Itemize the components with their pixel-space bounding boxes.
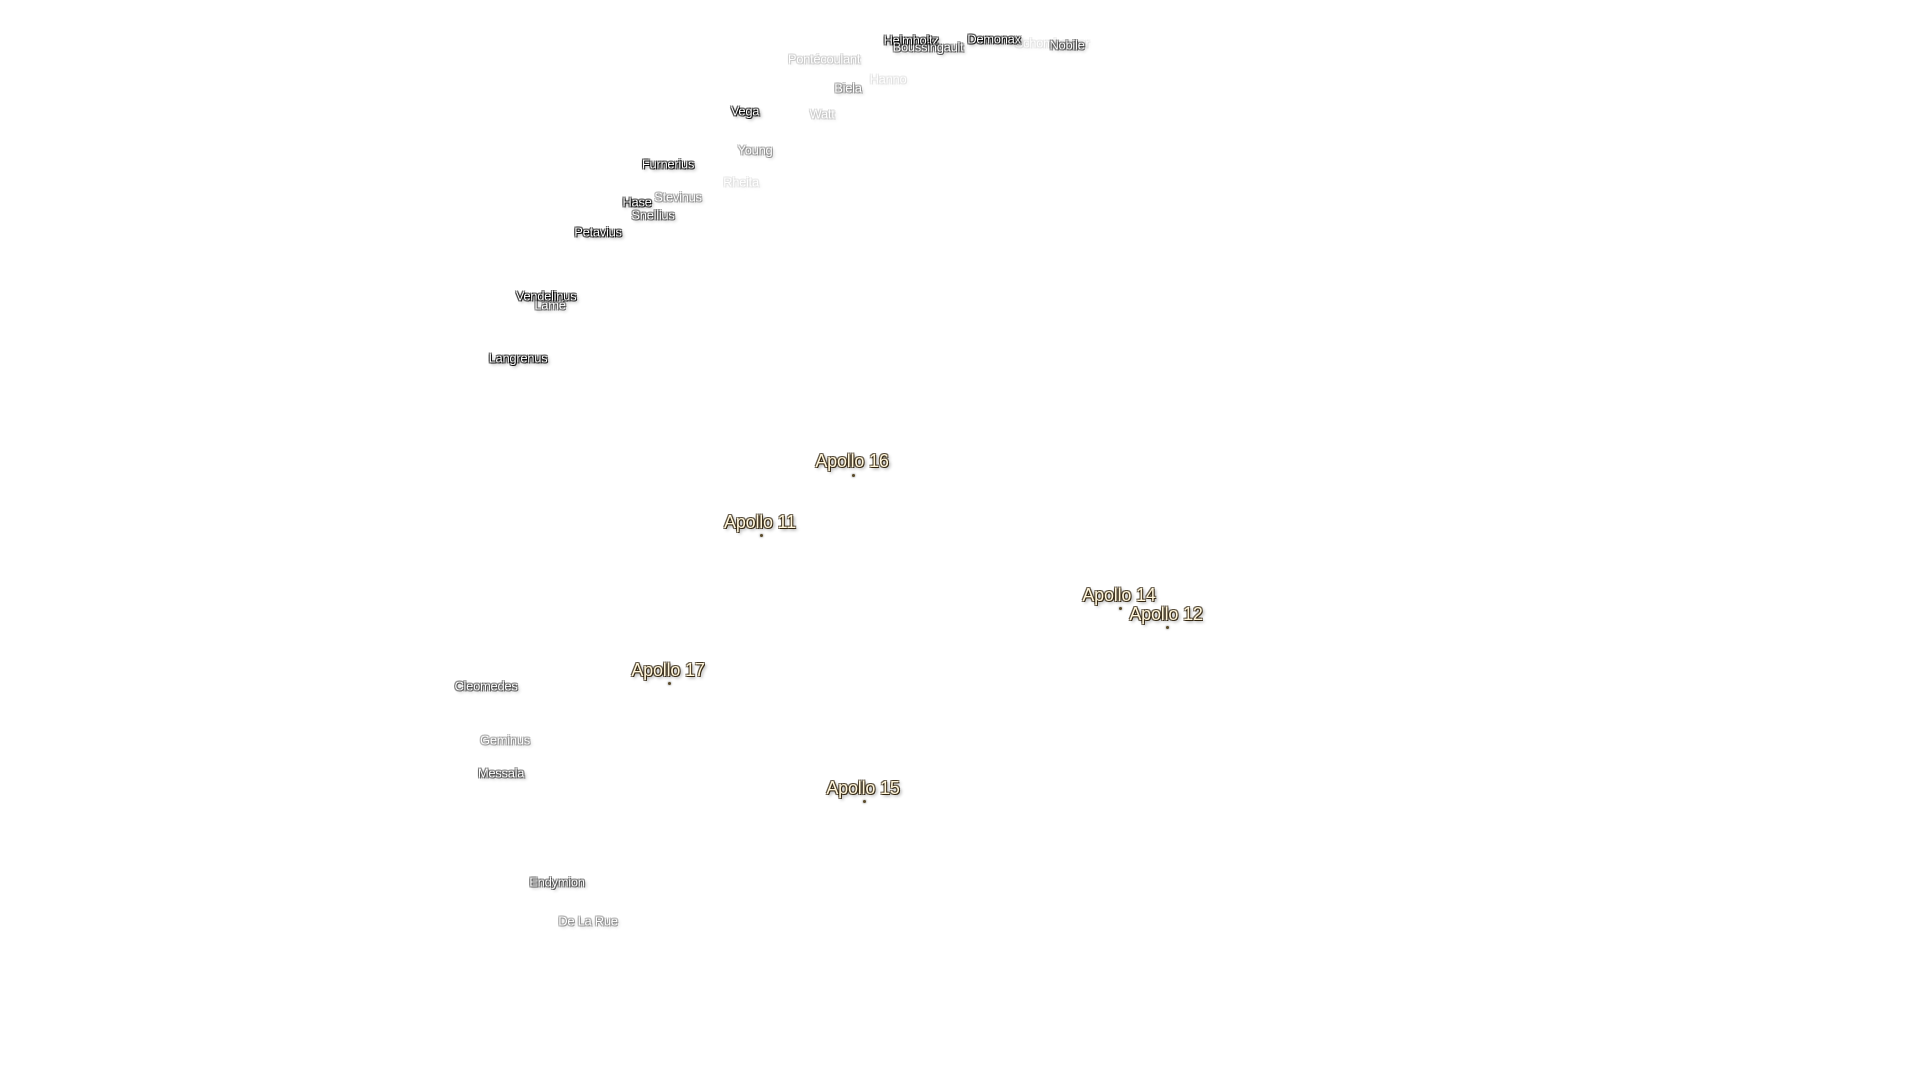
crater-label-watt[interactable]: Watt [809, 106, 835, 122]
crater-label-vendelinus[interactable]: Vendelinus [515, 288, 577, 304]
crater-label-lame[interactable]: Lamé [534, 297, 566, 313]
crater-label-pontecoulant[interactable]: Pontécoulant [787, 51, 861, 67]
landing-site-marker-apollo-16[interactable] [851, 473, 855, 477]
crater-label-langrenus[interactable]: Langrenus [488, 350, 548, 366]
landing-site-label-apollo-16[interactable]: Apollo 16 [815, 451, 889, 471]
crater-label-nobile[interactable]: Nobile [1049, 37, 1085, 53]
crater-label-helmholtz[interactable]: Helmholtz [883, 32, 939, 48]
crater-label-petavius[interactable]: Petavius [574, 224, 622, 240]
crater-label-biela[interactable]: Biela [834, 80, 862, 96]
landing-site-marker-apollo-11[interactable] [759, 533, 763, 537]
crater-label-hase[interactable]: Hase [622, 194, 652, 210]
crater-label-demonax[interactable]: Demonax [967, 31, 1021, 47]
crater-label-boussingault[interactable]: Boussingault [892, 39, 964, 55]
crater-label-de-la-rue[interactable]: De La Rue [558, 913, 618, 929]
crater-label-snellius[interactable]: Snellius [631, 207, 675, 223]
crater-label-schomberger[interactable]: Schomberger [1014, 35, 1090, 51]
landing-site-marker-apollo-12[interactable] [1165, 625, 1169, 629]
landing-site-marker-apollo-17[interactable] [667, 681, 671, 685]
crater-label-endymion[interactable]: Endymion [529, 874, 585, 890]
crater-label-messala[interactable]: Messala [477, 765, 525, 781]
crater-label-geminus[interactable]: Geminus [480, 732, 530, 748]
landing-site-label-apollo-11[interactable]: Apollo 11 [724, 512, 796, 532]
landing-site-label-apollo-12[interactable]: Apollo 12 [1129, 604, 1203, 624]
landing-site-label-apollo-17[interactable]: Apollo 17 [631, 660, 705, 680]
crater-label-young[interactable]: Young [737, 142, 773, 158]
crater-label-rheita[interactable]: Rheita [723, 174, 759, 190]
landing-site-marker-apollo-15[interactable] [862, 799, 866, 803]
landing-site-marker-apollo-14[interactable] [1118, 606, 1122, 610]
crater-label-stevinus[interactable]: Stevinus [654, 189, 702, 205]
crater-label-furnerius[interactable]: Furnerius [641, 156, 695, 172]
crater-label-vega[interactable]: Vega [730, 103, 760, 119]
landing-site-label-apollo-14[interactable]: Apollo 14 [1082, 585, 1156, 605]
crater-label-hanno[interactable]: Hanno [869, 71, 907, 87]
landing-site-label-apollo-15[interactable]: Apollo 15 [826, 778, 900, 798]
crater-label-cleomedes[interactable]: Cleomedes [454, 678, 518, 694]
